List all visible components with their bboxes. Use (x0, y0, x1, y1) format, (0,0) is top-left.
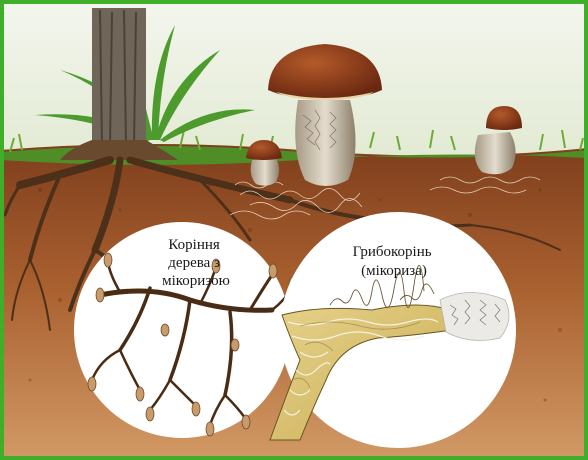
tree-roots-label: Коріння дерева з мікоризою (162, 237, 230, 289)
tree-roots-label-line-3: мікоризою (162, 273, 230, 289)
mycorrhiza-label-line-2: (мікориза) (361, 263, 427, 279)
tree-roots-label-line-1: Коріння (168, 237, 219, 253)
mycorrhiza-label-line-1: Грибокорінь (353, 244, 432, 260)
tree-roots-label-line-2: дерева з (168, 255, 220, 271)
